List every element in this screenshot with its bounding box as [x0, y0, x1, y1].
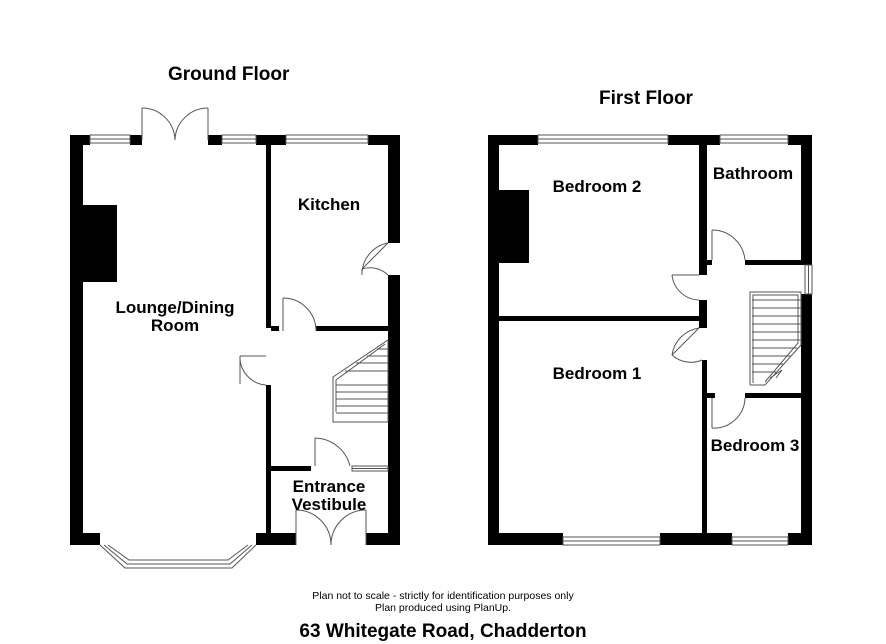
- first-floor-walls: [488, 135, 812, 545]
- ground-floor-stairs: [332, 339, 389, 423]
- first-floor-doors: [671, 229, 746, 429]
- lounge-bay-window: [99, 544, 257, 569]
- disclaimer-note: Plan not to scale - strictly for identif…: [312, 590, 574, 602]
- ground-floor-plan: [70, 107, 400, 569]
- ground-floor-title: Ground Floor: [168, 64, 290, 85]
- first-floor-stairs: [749, 291, 802, 386]
- produced-by-note: Plan produced using PlanUp.: [374, 602, 511, 614]
- first-floor-windows: [537, 134, 813, 546]
- room-label-entrance: Entrance Vestibule: [281, 478, 377, 514]
- first-floor-title: First Floor: [599, 88, 693, 109]
- first-floor-plan: [488, 134, 813, 546]
- room-label-lounge-line2: Room: [150, 316, 200, 335]
- room-label-bathroom: Bathroom: [712, 164, 794, 183]
- french-doors: [141, 107, 209, 141]
- property-address: 63 Whitegate Road, Chadderton: [299, 621, 587, 642]
- room-label-bedroom3: Bedroom 3: [710, 436, 800, 455]
- room-label-entrance-line2: Vestibule: [291, 495, 367, 514]
- ground-floor-walls: [70, 135, 400, 545]
- room-label-kitchen: Kitchen: [297, 195, 361, 214]
- ground-floor-doors: [239, 242, 389, 546]
- room-label-bedroom2: Bedroom 2: [552, 177, 642, 196]
- room-label-lounge: Lounge/Dining Room: [105, 299, 245, 335]
- room-label-lounge-line1: Lounge/Dining: [115, 298, 235, 317]
- ground-floor-windows: [89, 134, 389, 472]
- room-label-bedroom1: Bedroom 1: [552, 364, 642, 383]
- room-label-entrance-line1: Entrance: [292, 477, 366, 496]
